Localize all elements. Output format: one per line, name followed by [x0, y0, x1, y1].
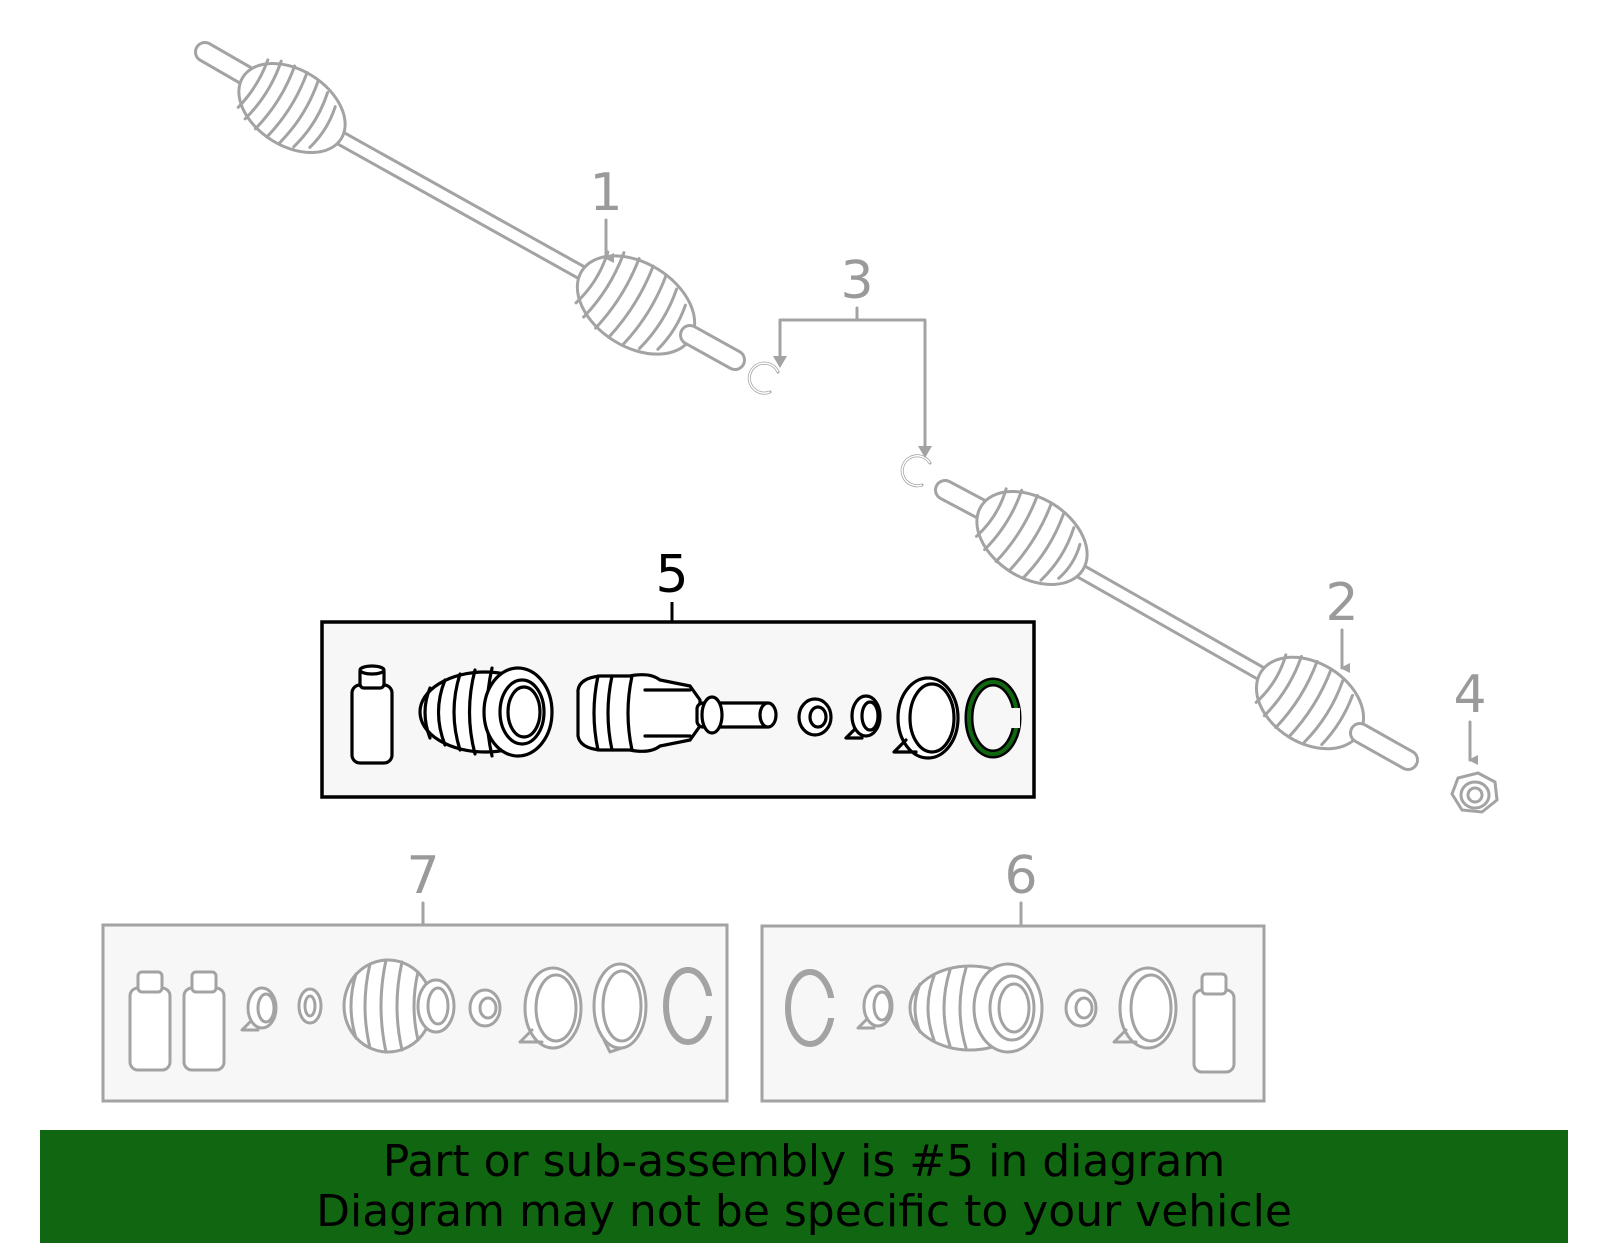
cv-joint-icon: [576, 673, 778, 753]
grease-tube-icon: [182, 970, 226, 1072]
grease-tube-icon: [1192, 972, 1236, 1074]
kit-6-panel[interactable]: [760, 924, 1266, 1103]
callout-7[interactable]: 7: [406, 846, 439, 906]
band-clamp-icon: [1112, 966, 1178, 1050]
washer-icon: [297, 987, 323, 1025]
retaining-ring-icon: [663, 967, 714, 1045]
cv-boot-icon: [418, 666, 554, 758]
info-banner: Part or sub-assembly is #5 in diagram Di…: [40, 1130, 1568, 1243]
leader-arrow-3a: [773, 356, 787, 368]
leader-bracket-3: [778, 306, 927, 450]
nut-icon: [1064, 988, 1098, 1028]
retaining-ring-icon: [785, 969, 836, 1047]
grease-tube-icon: [350, 664, 394, 765]
circlip-lower[interactable]: [900, 454, 932, 488]
nut-icon: [797, 697, 833, 737]
clamp-icon: [856, 984, 894, 1030]
band-clamp-icon: [592, 962, 648, 1054]
kit-5-panel[interactable]: [320, 620, 1036, 799]
axle-shaft-1[interactable]: [194, 41, 746, 374]
callout-6[interactable]: 6: [1004, 846, 1037, 906]
hub-nut[interactable]: [1450, 771, 1499, 814]
band-clamp-icon: [518, 966, 583, 1050]
cv-boot-icon: [908, 962, 1044, 1054]
nut-icon: [468, 988, 502, 1028]
circlip-upper[interactable]: [747, 361, 780, 395]
axle-shaft-2[interactable]: [934, 472, 1419, 771]
leader-arrow-3b: [918, 446, 932, 458]
cv-boot-icon: [342, 958, 456, 1054]
clamp-icon: [844, 694, 882, 740]
callout-3[interactable]: 3: [840, 251, 873, 311]
callout-2[interactable]: 2: [1325, 573, 1358, 633]
band-clamp-icon: [892, 676, 960, 760]
banner-line-1: Part or sub-assembly is #5 in diagram: [382, 1135, 1226, 1187]
retaining-ring-icon: [964, 677, 1022, 759]
clamp-icon: [240, 986, 278, 1032]
banner-line-2: Diagram may not be specific to your vehi…: [316, 1185, 1292, 1237]
kit-7-panel[interactable]: [101, 923, 729, 1103]
grease-tube-icon: [128, 970, 172, 1072]
callout-1[interactable]: 1: [589, 163, 622, 223]
callout-4[interactable]: 4: [1453, 665, 1486, 725]
callout-5[interactable]: 5: [655, 545, 688, 605]
